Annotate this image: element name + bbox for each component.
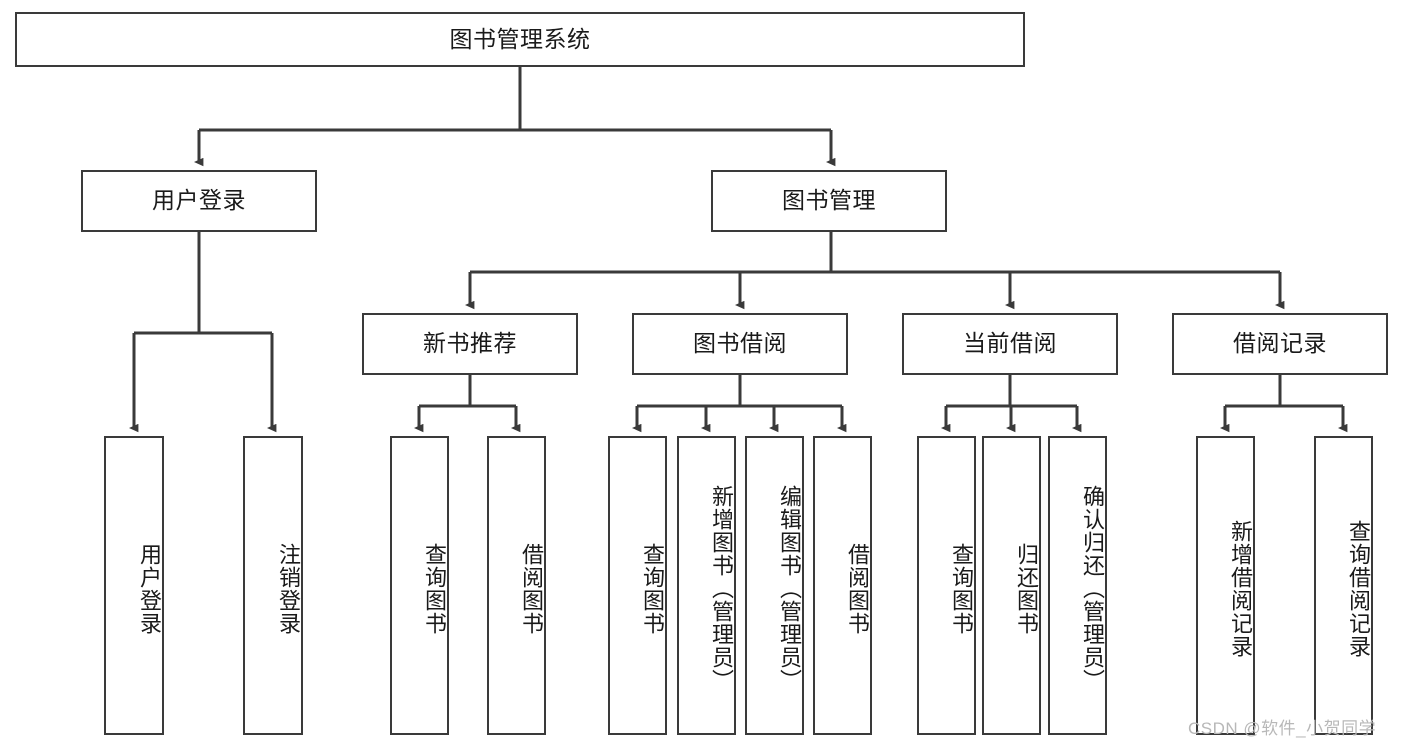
leaf-label: 新增借阅记录 xyxy=(1228,519,1253,658)
leaf-label: 借阅图书 xyxy=(519,542,544,635)
node-book-borrow-label: 图书借阅 xyxy=(693,330,787,357)
leaf-label: 确认归还（管理员） xyxy=(1080,485,1105,692)
leaf-borrow-record-add-record[interactable]: 新增借阅记录 xyxy=(1196,436,1255,735)
node-new-book-recommend[interactable]: 新书推荐 xyxy=(362,313,578,375)
node-book-borrow[interactable]: 图书借阅 xyxy=(632,313,848,375)
node-borrow-record[interactable]: 借阅记录 xyxy=(1172,313,1388,375)
leaf-label: 新增图书（管理员） xyxy=(709,485,734,692)
node-user-login[interactable]: 用户登录 xyxy=(81,170,317,232)
node-user-login-label: 用户登录 xyxy=(152,187,246,214)
node-root-system[interactable]: 图书管理系统 xyxy=(15,12,1025,67)
leaf-label: 借阅图书 xyxy=(845,542,870,635)
leaf-label: 注销登录 xyxy=(276,542,301,635)
leaf-label: 查询图书 xyxy=(422,542,447,635)
node-borrow-record-label: 借阅记录 xyxy=(1233,330,1327,357)
csdn-watermark: CSDN @软件_小贺同学 xyxy=(1188,719,1377,738)
leaf-user-login-logout[interactable]: 注销登录 xyxy=(243,436,303,735)
leaf-user-login-login[interactable]: 用户登录 xyxy=(104,436,164,735)
node-new-book-recommend-label: 新书推荐 xyxy=(423,330,517,357)
leaf-borrow-record-query-record[interactable]: 查询借阅记录 xyxy=(1314,436,1373,735)
node-current-borrow[interactable]: 当前借阅 xyxy=(902,313,1118,375)
node-book-management[interactable]: 图书管理 xyxy=(711,170,947,232)
leaf-new-book-borrow-book[interactable]: 借阅图书 xyxy=(487,436,546,735)
leaf-book-borrow-add-book-admin[interactable]: 新增图书（管理员） xyxy=(677,436,736,735)
leaf-label: 查询图书 xyxy=(640,542,665,635)
leaf-label: 查询图书 xyxy=(949,542,974,635)
leaf-current-borrow-return-book[interactable]: 归还图书 xyxy=(982,436,1041,735)
leaf-label: 查询借阅记录 xyxy=(1346,519,1371,658)
leaf-book-borrow-borrow-book[interactable]: 借阅图书 xyxy=(813,436,872,735)
leaf-label: 用户登录 xyxy=(137,542,162,635)
leaf-label: 归还图书 xyxy=(1014,542,1039,635)
leaf-book-borrow-edit-book-admin[interactable]: 编辑图书（管理员） xyxy=(745,436,804,735)
node-book-management-label: 图书管理 xyxy=(782,187,876,214)
leaf-current-borrow-query-book[interactable]: 查询图书 xyxy=(917,436,976,735)
leaf-label: 编辑图书（管理员） xyxy=(777,485,802,692)
leaf-book-borrow-query-book[interactable]: 查询图书 xyxy=(608,436,667,735)
node-current-borrow-label: 当前借阅 xyxy=(963,330,1057,357)
leaf-current-borrow-confirm-return-admin[interactable]: 确认归还（管理员） xyxy=(1048,436,1107,735)
leaf-new-book-query-book[interactable]: 查询图书 xyxy=(390,436,449,735)
node-root-system-label: 图书管理系统 xyxy=(449,25,591,52)
